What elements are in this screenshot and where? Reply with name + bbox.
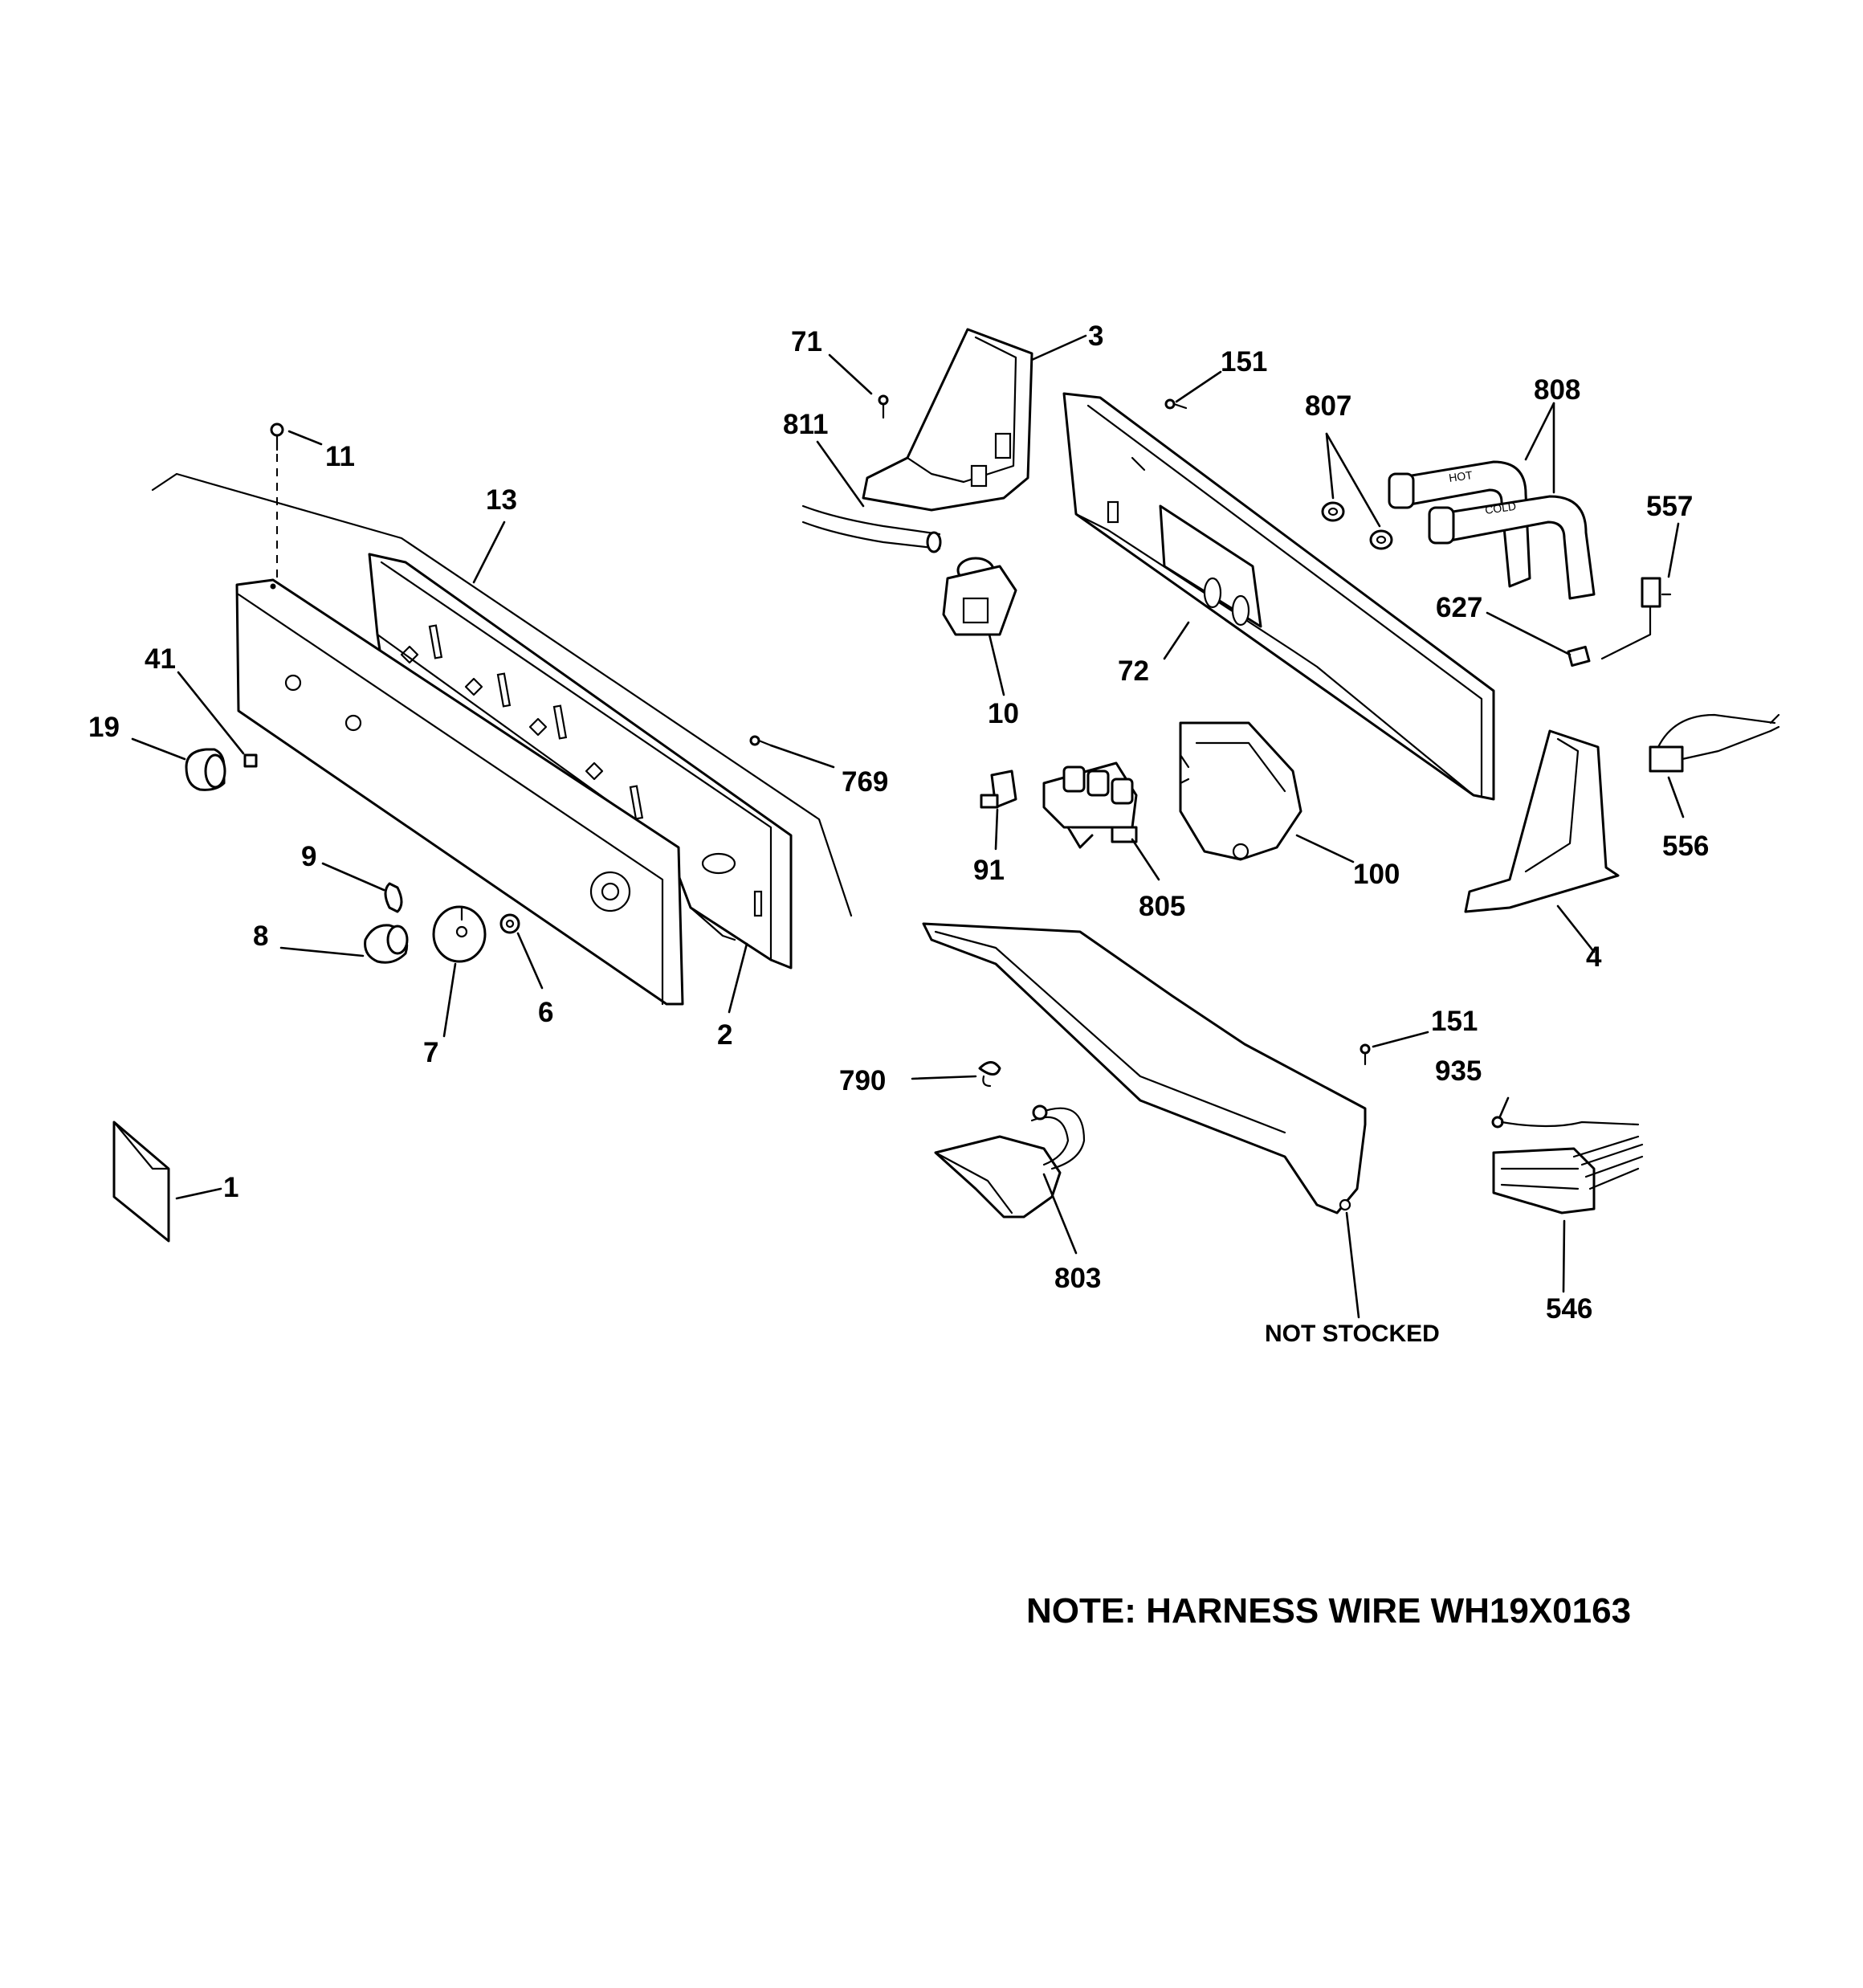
part-3-side-bracket xyxy=(862,328,1033,512)
label-71: 71 xyxy=(791,326,822,357)
part-808-inlet-hoses: HOT COLD xyxy=(1388,460,1596,600)
part-41-spring xyxy=(243,753,258,768)
part-9-clip xyxy=(384,882,403,913)
part-91-switch xyxy=(980,769,1017,809)
part-72-rear-panel xyxy=(1062,392,1495,801)
part-803-fill-funnel xyxy=(934,1104,1086,1219)
part-546-harness-block xyxy=(1492,1135,1644,1214)
harness-wire-note: NOTE: HARNESS WIRE WH19X0163 xyxy=(1026,1591,1631,1631)
label-151-upper: 151 xyxy=(1221,346,1267,378)
label-6: 6 xyxy=(538,997,553,1028)
label-803: 803 xyxy=(1054,1263,1101,1294)
label-19: 19 xyxy=(88,712,120,743)
label-627: 627 xyxy=(1436,592,1482,623)
part-7-dial-skirt xyxy=(432,905,487,963)
part-556-connector xyxy=(1649,713,1780,773)
label-1: 1 xyxy=(223,1172,238,1203)
part-151-screw-lower xyxy=(1360,1043,1371,1066)
label-811: 811 xyxy=(783,409,828,440)
part-2-console-backsplash xyxy=(368,553,793,970)
label-91: 91 xyxy=(973,855,1005,886)
label-557: 557 xyxy=(1646,491,1693,522)
hose-cold-label: COLD xyxy=(1484,500,1517,516)
part-790-clamp xyxy=(978,1061,1001,1088)
label-7: 7 xyxy=(423,1037,438,1068)
part-10-pressure-switch xyxy=(942,557,1017,636)
label-807: 807 xyxy=(1305,390,1351,422)
part-4-side-bracket xyxy=(1464,729,1620,913)
label-805: 805 xyxy=(1139,891,1185,922)
part-6-nut xyxy=(499,913,520,934)
part-807-washers xyxy=(1321,501,1393,550)
label-10: 10 xyxy=(988,698,1019,729)
label-8: 8 xyxy=(253,921,268,952)
label-100: 100 xyxy=(1353,859,1400,890)
label-13: 13 xyxy=(486,484,517,516)
label-11: 11 xyxy=(325,441,355,472)
label-790: 790 xyxy=(839,1065,886,1096)
label-72: 72 xyxy=(1118,655,1149,687)
part-11-screw xyxy=(270,423,284,578)
label-3: 3 xyxy=(1088,320,1103,352)
label-546: 546 xyxy=(1546,1293,1592,1325)
label-not-stocked: NOT STOCKED xyxy=(1265,1321,1440,1347)
label-41: 41 xyxy=(145,643,176,675)
label-4: 4 xyxy=(1586,941,1602,973)
part-not-stocked-bracket xyxy=(922,922,1367,1214)
part-13-control-panel xyxy=(235,578,684,1006)
part-557-power-cord-plug xyxy=(1600,577,1672,660)
hose-hot-label: HOT xyxy=(1448,468,1474,484)
part-1-literature-envelope xyxy=(112,1121,170,1243)
part-number-labels: 71 3 151 807 808 811 11 13 557 627 10 72… xyxy=(88,320,1709,1347)
part-627-grommet xyxy=(1567,645,1591,667)
label-808: 808 xyxy=(1534,374,1580,406)
part-19-knob xyxy=(185,748,226,791)
panel-outline-line xyxy=(151,472,853,917)
part-935-ground-wire xyxy=(1491,1116,1640,1129)
label-769: 769 xyxy=(842,766,888,798)
part-151-screw-upper xyxy=(1164,398,1188,410)
part-769-screw xyxy=(749,735,773,747)
part-811-hose xyxy=(801,504,942,553)
label-151-lower: 151 xyxy=(1431,1006,1478,1037)
label-9: 9 xyxy=(301,841,316,872)
part-8-knob xyxy=(364,924,409,964)
label-935: 935 xyxy=(1435,1055,1482,1087)
part-100-timer xyxy=(1179,721,1302,861)
label-556: 556 xyxy=(1662,831,1709,862)
label-2: 2 xyxy=(717,1019,732,1051)
leader-lines xyxy=(131,334,1685,1319)
part-71-screw xyxy=(878,394,889,419)
part-805-water-valve xyxy=(1042,761,1138,849)
